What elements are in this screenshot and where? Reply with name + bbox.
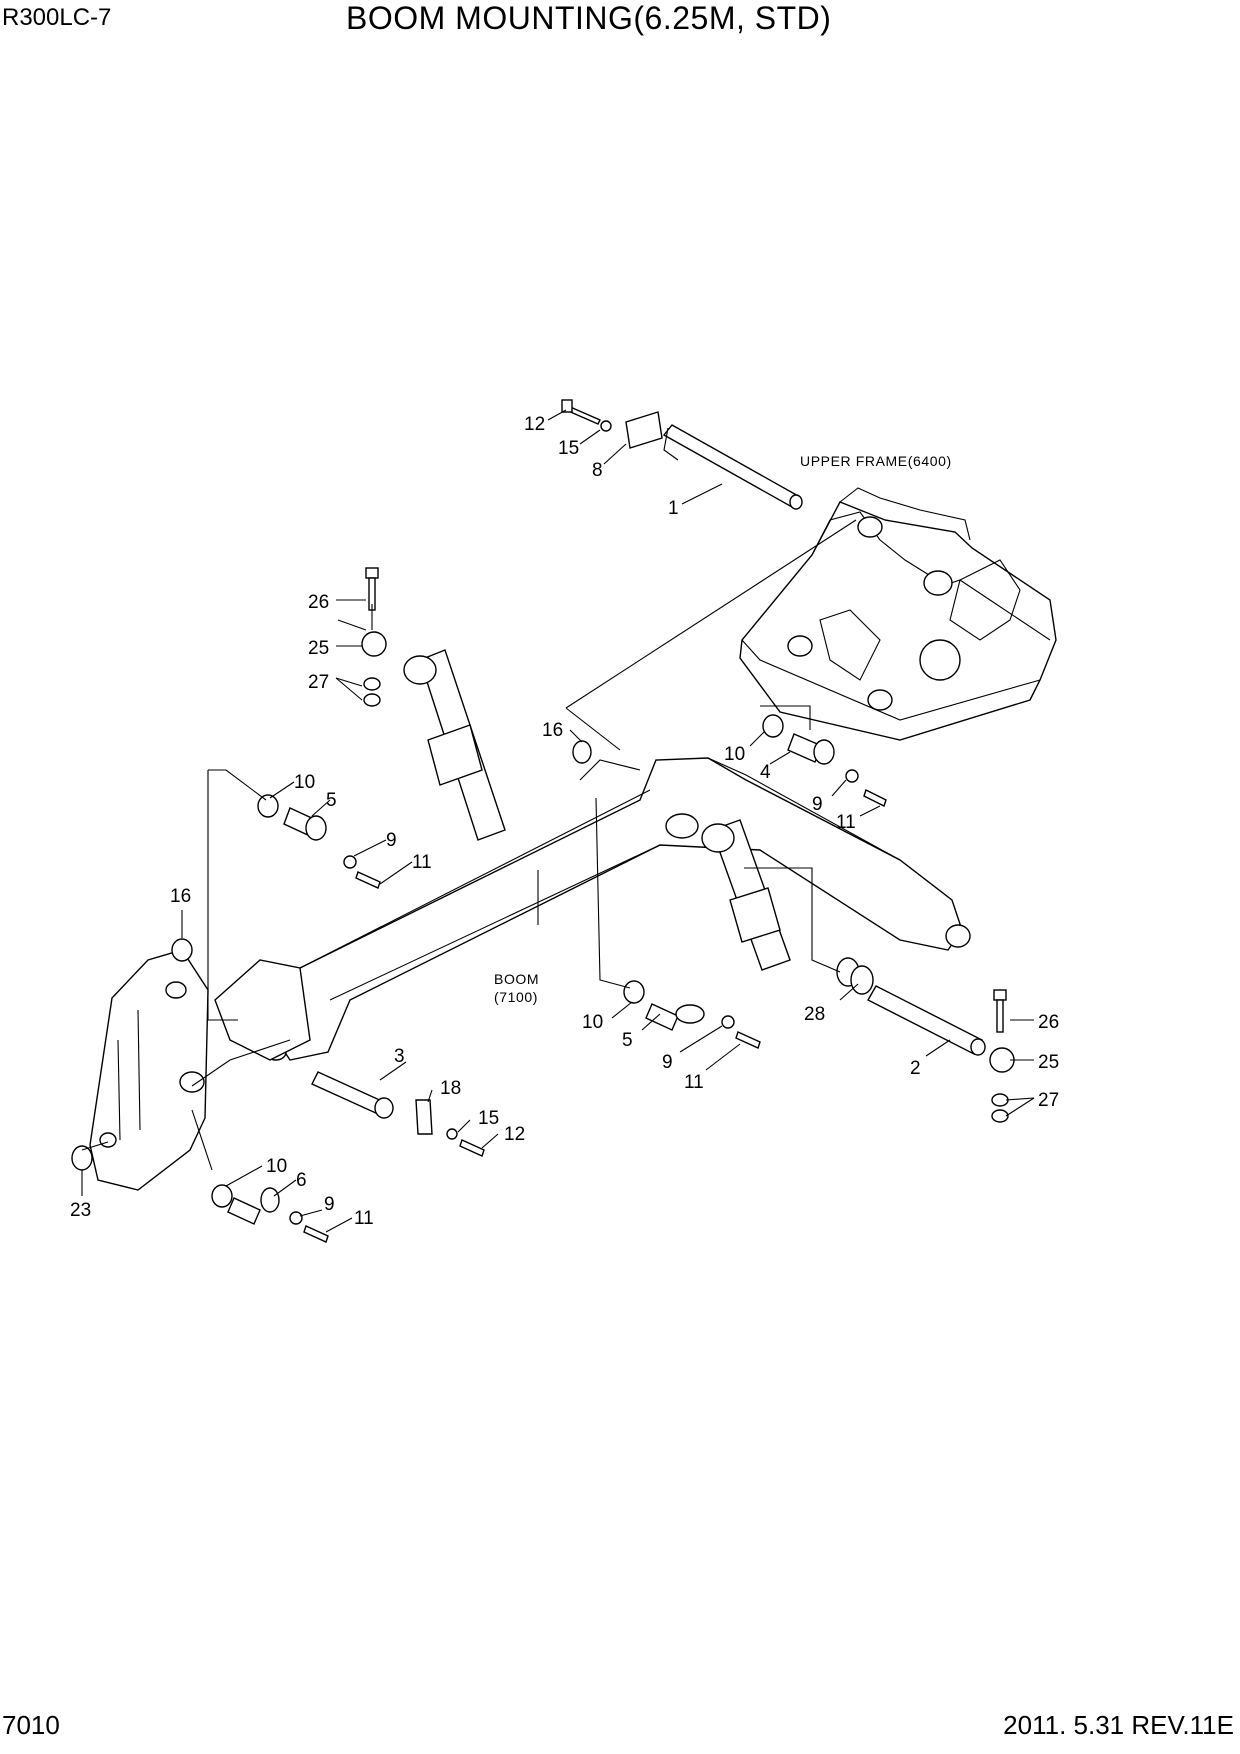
callout-18: 18: [440, 1078, 461, 1099]
callout-5: 5: [622, 1030, 633, 1051]
callout-16: 16: [170, 886, 191, 907]
callout-9: 9: [662, 1052, 673, 1073]
callout-9: 9: [386, 830, 397, 851]
bolt-11b: [863, 789, 887, 807]
upper-frame-caption: UPPER FRAME(6400): [800, 453, 952, 469]
bolt-12b: [459, 1139, 485, 1157]
callout-11: 11: [354, 1208, 374, 1229]
revision-date: 2011. 5.31 REV.11E: [1003, 1710, 1234, 1740]
plate-18: [415, 1099, 433, 1135]
callout-27: 27: [1038, 1090, 1059, 1111]
bolt-26a: [365, 567, 379, 611]
callout-1: 1: [668, 498, 679, 519]
pin-3: [311, 1071, 394, 1119]
boom-caption: BOOM: [494, 971, 539, 987]
washer-9b: [845, 769, 859, 783]
washer-10d: [211, 1184, 233, 1208]
callout-10: 10: [582, 1012, 603, 1033]
washers-28: [836, 957, 874, 995]
bolt-11c: [735, 1031, 761, 1049]
washer-16a: [572, 740, 592, 764]
callout-25: 25: [308, 638, 329, 659]
callout-labels: 12 15 8 1 26 25 27 16 10 4 9 11 10 5 9 1…: [70, 414, 1059, 1229]
page-title: BOOM MOUNTING(6.25M, STD): [346, 0, 832, 36]
callout-2: 2: [910, 1058, 921, 1079]
callout-11: 11: [836, 812, 856, 833]
alignment-lines: [81, 519, 857, 1171]
bushing-25a: [361, 631, 387, 657]
callout-16: 16: [542, 720, 563, 741]
pin-2: [867, 985, 986, 1056]
page-number: 7010: [2, 1710, 60, 1740]
boom-cylinders: [403, 649, 791, 971]
model-number: R300LC-7: [2, 4, 112, 31]
pin-5b: [645, 1003, 705, 1031]
callout-11: 11: [684, 1072, 704, 1093]
washer-10a: [257, 794, 279, 818]
callout-4: 4: [760, 762, 771, 783]
washer-9d: [289, 1211, 303, 1225]
callout-23: 23: [70, 1200, 91, 1221]
bolt-26b: [993, 989, 1007, 1033]
nut-27b: [991, 1093, 1009, 1123]
callout-27: 27: [308, 672, 329, 693]
callout-10: 10: [294, 772, 315, 793]
boom-caption-number: (7100): [494, 989, 538, 1005]
callout-25: 25: [1038, 1052, 1059, 1073]
washer-9a: [343, 855, 357, 869]
callout-26: 26: [1038, 1012, 1059, 1033]
nut-27a: [363, 677, 381, 707]
leader-lines: [81, 409, 1035, 1233]
bolt-11a: [355, 871, 381, 889]
bolt-12a: [561, 399, 601, 425]
boom: [214, 757, 971, 1061]
washer-10b: [762, 714, 784, 738]
callout-6: 6: [296, 1170, 307, 1191]
pin-4: [787, 733, 835, 765]
callout-15: 15: [558, 438, 579, 459]
plate-8: [625, 411, 663, 449]
callout-9: 9: [324, 1194, 335, 1215]
callout-10: 10: [724, 744, 745, 765]
washer-15b: [446, 1128, 458, 1140]
washer-9c: [721, 1015, 735, 1029]
washer-15a: [600, 420, 612, 432]
washer-16b: [171, 938, 193, 962]
callout-3: 3: [394, 1046, 405, 1067]
callout-26: 26: [308, 592, 329, 613]
callout-9: 9: [812, 794, 823, 815]
callout-12: 12: [504, 1124, 525, 1145]
upper-frame: [739, 487, 1057, 741]
bolt-11d: [303, 1225, 329, 1243]
callout-5: 5: [326, 790, 337, 811]
callout-28: 28: [804, 1004, 825, 1025]
callout-10: 10: [266, 1156, 287, 1177]
callout-15: 15: [478, 1108, 499, 1129]
callout-11: 11: [412, 852, 432, 873]
callout-8: 8: [592, 460, 603, 481]
callout-12: 12: [524, 414, 545, 435]
pin-5a: [283, 807, 327, 841]
side-guard: [89, 949, 209, 1191]
pin-6: [227, 1187, 280, 1225]
washer-10c: [623, 980, 645, 1004]
pin-1: [662, 424, 803, 510]
